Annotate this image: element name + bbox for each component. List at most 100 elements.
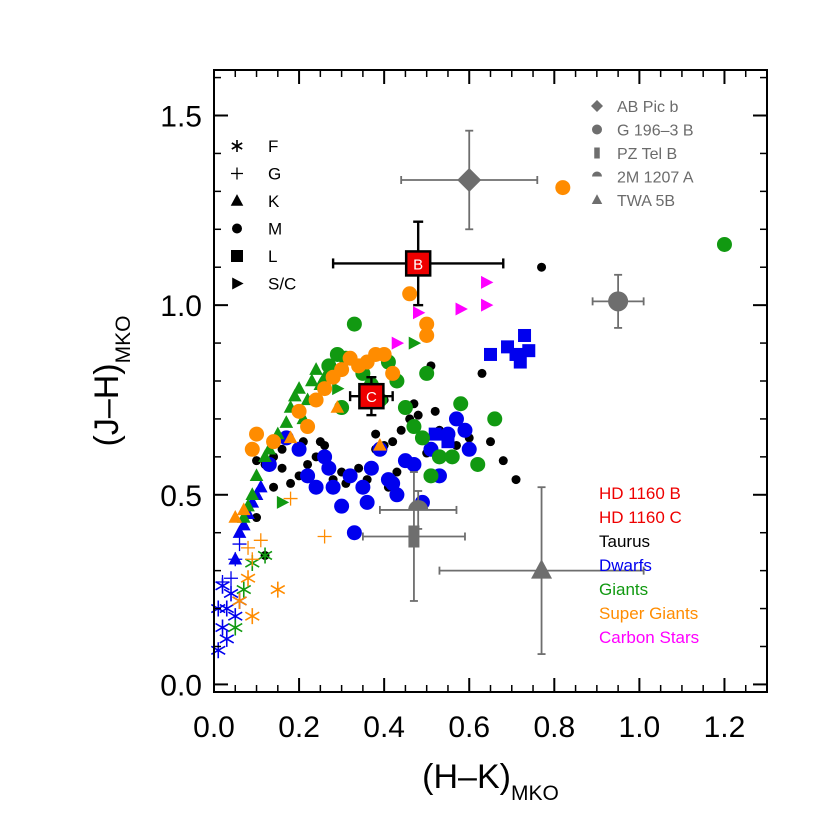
taurus-point: [477, 368, 487, 378]
super-giants-point: [291, 403, 307, 419]
dwarfs-point: [253, 479, 268, 493]
comparison-marker: [408, 525, 420, 548]
comparison-legend-label: G 196–3 B: [617, 123, 694, 140]
dwarfs-point: [334, 498, 350, 514]
taurus-point: [277, 444, 287, 454]
y-tick-label: 0.5: [160, 480, 202, 513]
dwarfs-point: [518, 328, 532, 342]
carbon-point: [391, 336, 405, 350]
dwarfs-point: [359, 494, 375, 510]
dwarfs-point: [300, 468, 316, 484]
dwarfs-point: [457, 422, 473, 438]
giants-point: [287, 388, 302, 402]
taurus-point: [303, 459, 313, 469]
taurus-point: [252, 513, 262, 523]
dwarfs-point: [228, 551, 243, 565]
super-giants-point: [385, 365, 401, 381]
super-giants-point: [253, 533, 268, 548]
giants-point: [249, 468, 264, 482]
taurus-point: [396, 425, 406, 435]
super-giants-point: [244, 608, 260, 625]
taurus-point: [430, 406, 440, 416]
comparison-legend-marker: [591, 194, 603, 204]
x-tick-label: 1.2: [704, 711, 746, 744]
taurus-point: [252, 456, 262, 466]
shape-legend-marker: [231, 250, 243, 262]
giants-point: [408, 336, 422, 350]
taurus-point: [320, 440, 330, 450]
shape-legend-marker: [232, 223, 242, 234]
super-giants-point: [241, 540, 256, 555]
giants-point: [431, 449, 447, 465]
super-giants-point: [402, 286, 418, 302]
taurus-point: [371, 429, 381, 439]
dwarfs-point: [232, 525, 247, 538]
color-legend-label: Carbon Stars: [599, 628, 699, 647]
dwarfs-point: [484, 347, 497, 361]
comparison-marker: [408, 499, 429, 510]
dwarfs-point: [215, 575, 230, 590]
dwarfs-point: [346, 525, 362, 541]
giants-point: [414, 430, 430, 446]
shape-legend-label: K: [268, 192, 280, 211]
giants-point: [487, 411, 503, 427]
giants-point: [258, 449, 272, 463]
super-giants-point: [317, 529, 332, 544]
comparison-legend-marker: [592, 124, 602, 135]
giants-point: [292, 381, 306, 394]
dwarfs-point: [441, 435, 455, 449]
super-giants-point: [373, 438, 387, 451]
super-giants-point: [244, 441, 260, 457]
dwarfs-point: [321, 460, 337, 476]
taurus-point: [277, 463, 287, 473]
dwarfs-point: [215, 619, 230, 636]
giants-point: [453, 396, 469, 412]
plot-frame: [213, 69, 768, 693]
dwarfs-point: [522, 344, 536, 358]
dwarfs-point: [389, 487, 405, 503]
dwarfs-point: [428, 427, 442, 441]
giants-point: [444, 449, 460, 465]
dwarfs-point: [513, 355, 527, 369]
super-giants-point: [232, 592, 247, 609]
super-giants-point: [376, 346, 392, 362]
super-giants-point: [245, 552, 260, 567]
super-giants-point: [308, 392, 324, 408]
y-axis-title: (J–H)MKO: [88, 316, 135, 447]
color-legend-label: Taurus: [599, 532, 650, 551]
super-giants-point: [419, 327, 435, 343]
giants-point: [716, 236, 732, 252]
giants-point: [423, 468, 439, 484]
giants-point: [397, 400, 413, 416]
super-giants-point: [283, 430, 298, 444]
color-legend: HD 1160 BHD 1160 CTaurusDwarfsGiantsSupe…: [599, 484, 699, 647]
carbon-point: [481, 298, 494, 312]
comparison-marker: [531, 559, 553, 579]
target-label: C: [366, 389, 377, 406]
y-tick-label: 1.5: [160, 101, 202, 134]
super-giants-point: [266, 434, 282, 450]
shape-legend-marker: [231, 167, 243, 180]
giants-point: [346, 316, 362, 332]
dwarfs-point: [355, 479, 371, 495]
giants-point: [309, 362, 323, 375]
comparison-marker: [457, 167, 482, 192]
giants-point: [245, 487, 260, 500]
dwarfs-point: [219, 630, 235, 647]
taurus-point: [486, 437, 495, 447]
y-tick-label: 0.0: [160, 669, 202, 702]
super-giants-point: [330, 400, 345, 413]
shape-legend-marker: [232, 277, 244, 290]
taurus-point: [537, 262, 547, 272]
super-giants-point: [419, 316, 435, 332]
carbon-point: [412, 306, 426, 320]
x-axis-title: (H–K)MKO: [422, 758, 559, 805]
super-giants-point: [240, 570, 256, 587]
comparison-legend-marker: [592, 171, 602, 177]
shape-legend-label: M: [268, 220, 282, 239]
color-legend-label: Super Giants: [599, 604, 698, 623]
